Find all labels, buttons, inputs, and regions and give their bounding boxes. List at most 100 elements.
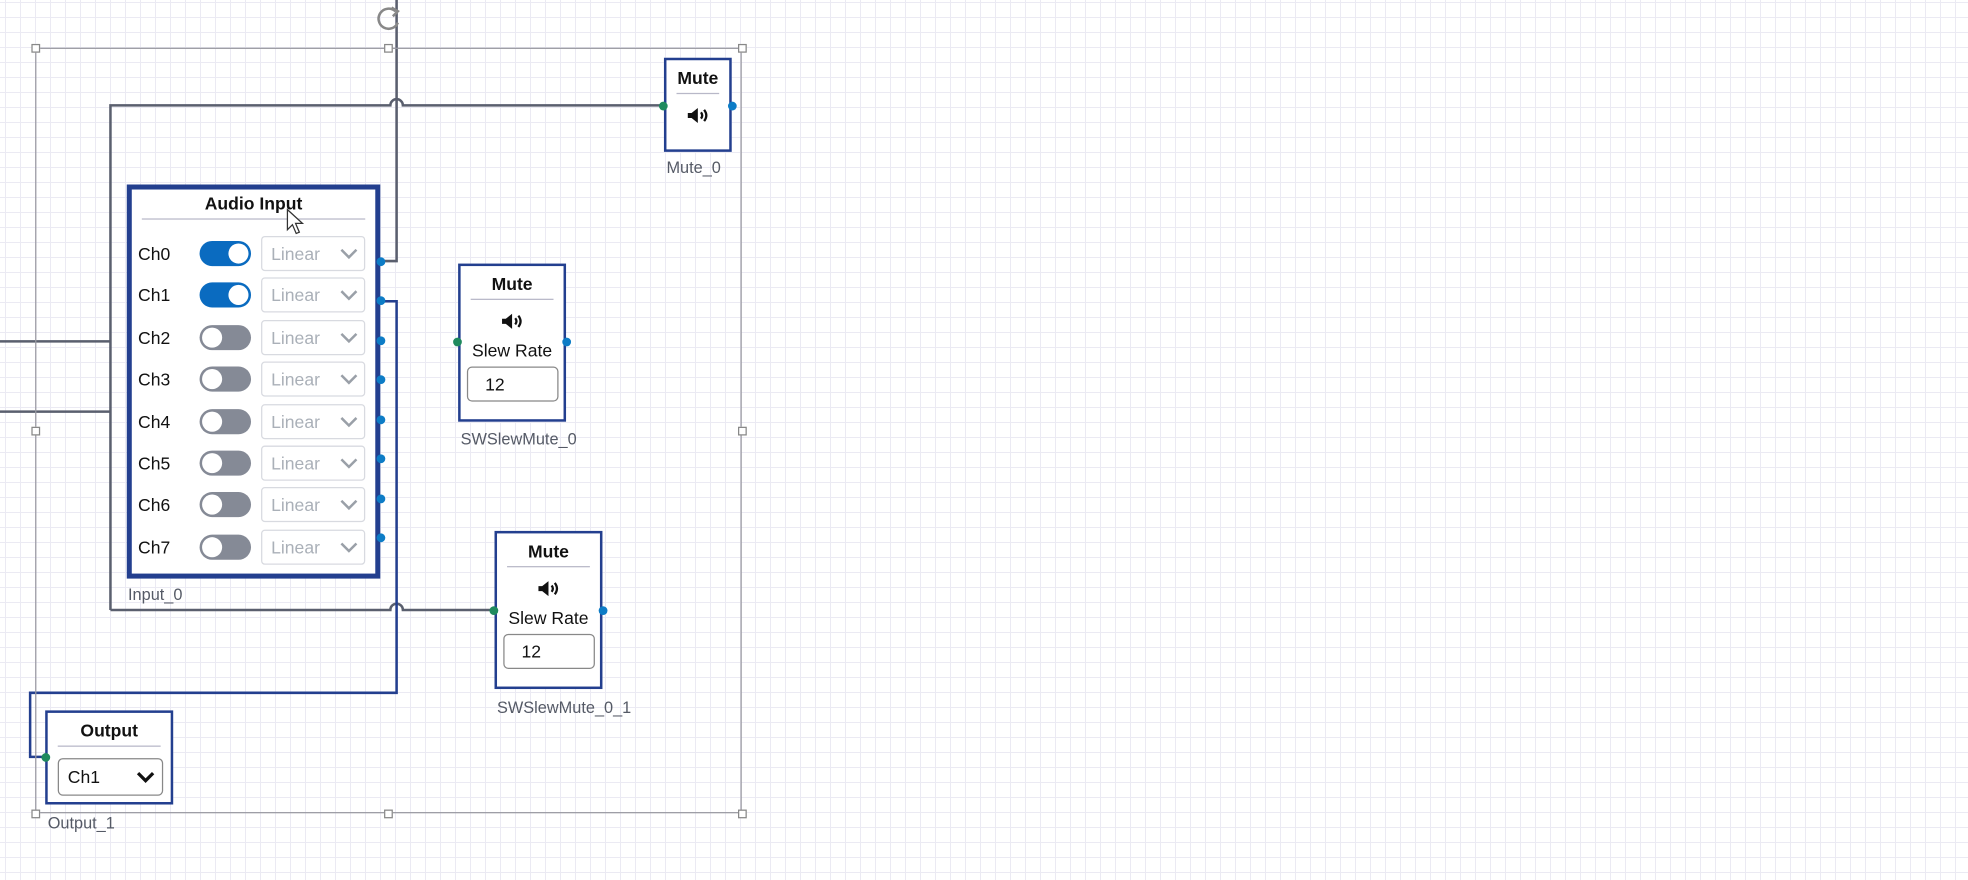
block-name: Mute_0	[666, 158, 721, 177]
divider	[676, 92, 720, 95]
channel-output-port[interactable]	[375, 256, 385, 266]
mute-block[interactable]: Mute	[663, 57, 732, 152]
divider	[507, 566, 590, 568]
chevron-down-icon	[340, 500, 358, 511]
speaker-icon[interactable]	[501, 313, 524, 331]
channel-mode-select[interactable]: Linear	[261, 277, 366, 314]
channel-mode-select[interactable]: Linear	[261, 361, 366, 397]
channel-label: Ch1	[138, 285, 171, 306]
output-port[interactable]	[727, 101, 737, 110]
channel-label: Ch7	[138, 536, 171, 558]
output-port[interactable]	[561, 336, 571, 346]
speaker-icon[interactable]	[687, 107, 710, 125]
chevron-down-icon	[340, 374, 358, 385]
slew-rate-input[interactable]: 12	[502, 633, 595, 669]
block-name: SWSlewMute_0_1	[497, 697, 632, 717]
mouse-cursor-icon	[286, 208, 305, 235]
audio-input-block[interactable]: Audio Input Ch0 Linear Ch1 Linear Ch2 Li…	[126, 184, 381, 579]
channel-label: Ch6	[138, 494, 171, 516]
channel-row: Ch1 Linear	[138, 277, 366, 315]
block-name: SWSlewMute_0	[460, 429, 577, 449]
channel-output-port[interactable]	[375, 454, 385, 464]
slew-rate-label: Slew Rate	[472, 340, 553, 361]
chevron-down-icon	[136, 771, 155, 783]
channel-row: Ch4 Linear	[138, 402, 366, 440]
channel-toggle[interactable]	[199, 492, 252, 518]
block-title: Audio Input	[204, 193, 303, 214]
wire-ch0	[380, 0, 398, 263]
slew-mute-block[interactable]: Mute Slew Rate 12	[494, 530, 603, 690]
channel-mode-select[interactable]: Linear	[261, 319, 366, 355]
channel-label: Ch3	[138, 369, 171, 390]
channel-row: Ch2 Linear	[138, 319, 366, 357]
channel-output-port[interactable]	[375, 335, 385, 345]
resize-handle[interactable]	[30, 808, 40, 818]
channel-toggle[interactable]	[199, 366, 252, 392]
resize-handle[interactable]	[737, 43, 747, 53]
mode-value: Linear	[271, 369, 320, 390]
resize-handle[interactable]	[737, 426, 747, 435]
channel-row: Ch5 Linear	[138, 444, 366, 482]
resize-handle[interactable]	[30, 426, 40, 435]
channel-toggle[interactable]	[199, 534, 252, 560]
speaker-icon[interactable]	[537, 580, 560, 598]
channel-label: Ch0	[138, 243, 171, 264]
chevron-down-icon	[340, 542, 358, 553]
rotate-handle-icon[interactable]	[375, 5, 405, 33]
output-channel-select[interactable]: Ch1	[57, 758, 164, 796]
channel-mode-select[interactable]: Linear	[261, 235, 366, 272]
input-port[interactable]	[40, 752, 50, 762]
channel-mode-select[interactable]: Linear	[261, 445, 366, 481]
channel-mode-select[interactable]: Linear	[261, 403, 366, 439]
slew-rate-input[interactable]: 12	[466, 366, 558, 402]
resize-handle[interactable]	[737, 808, 747, 818]
channel-row: Ch6 Linear	[138, 486, 366, 524]
channel-label: Ch2	[138, 327, 171, 348]
block-name: Output_1	[47, 813, 115, 833]
output-block[interactable]: Output Ch1	[45, 710, 174, 805]
resize-handle[interactable]	[383, 43, 393, 53]
block-title: Mute	[491, 273, 533, 294]
mode-value: Linear	[271, 453, 320, 474]
channel-mode-select[interactable]: Linear	[261, 487, 366, 523]
block-title: Output	[80, 720, 138, 741]
channel-output-port[interactable]	[375, 414, 385, 424]
resize-handle[interactable]	[383, 808, 393, 818]
channel-toggle[interactable]	[199, 408, 252, 434]
channel-toggle[interactable]	[199, 240, 252, 267]
chevron-down-icon	[340, 248, 358, 260]
channel-output-port[interactable]	[375, 375, 385, 385]
slew-rate-label: Slew Rate	[508, 607, 589, 628]
input-port[interactable]	[658, 101, 668, 110]
channel-toggle[interactable]	[199, 324, 252, 350]
slew-mute-block[interactable]: Mute Slew Rate 12	[458, 263, 567, 422]
block-title: Mute	[527, 540, 569, 562]
mode-value: Linear	[271, 536, 320, 558]
input-port[interactable]	[452, 336, 462, 346]
channel-mode-select[interactable]: Linear	[261, 529, 366, 565]
chevron-down-icon	[340, 290, 358, 301]
block-name: Input_0	[128, 584, 183, 604]
channel-row: Ch0 Linear	[138, 235, 366, 273]
channel-output-port[interactable]	[375, 533, 385, 543]
channel-output-port[interactable]	[375, 296, 385, 305]
channel-label: Ch5	[138, 453, 171, 474]
resize-handle[interactable]	[30, 43, 40, 53]
wire-ch1-to-output	[28, 299, 398, 759]
divider	[57, 745, 161, 747]
channel-toggle[interactable]	[199, 450, 252, 476]
block-title: Mute	[677, 67, 719, 88]
channel-toggle[interactable]	[199, 282, 252, 308]
channel-label: Ch4	[138, 411, 171, 432]
chevron-down-icon	[340, 416, 358, 427]
channel-row: Ch3 Linear	[138, 360, 366, 398]
channel-row: Ch7 Linear	[138, 528, 366, 566]
output-port[interactable]	[598, 605, 607, 615]
channel-output-port[interactable]	[375, 493, 385, 503]
divider	[141, 218, 366, 220]
mode-value: Linear	[271, 494, 320, 516]
input-port[interactable]	[488, 605, 498, 615]
chevron-down-icon	[340, 458, 358, 469]
